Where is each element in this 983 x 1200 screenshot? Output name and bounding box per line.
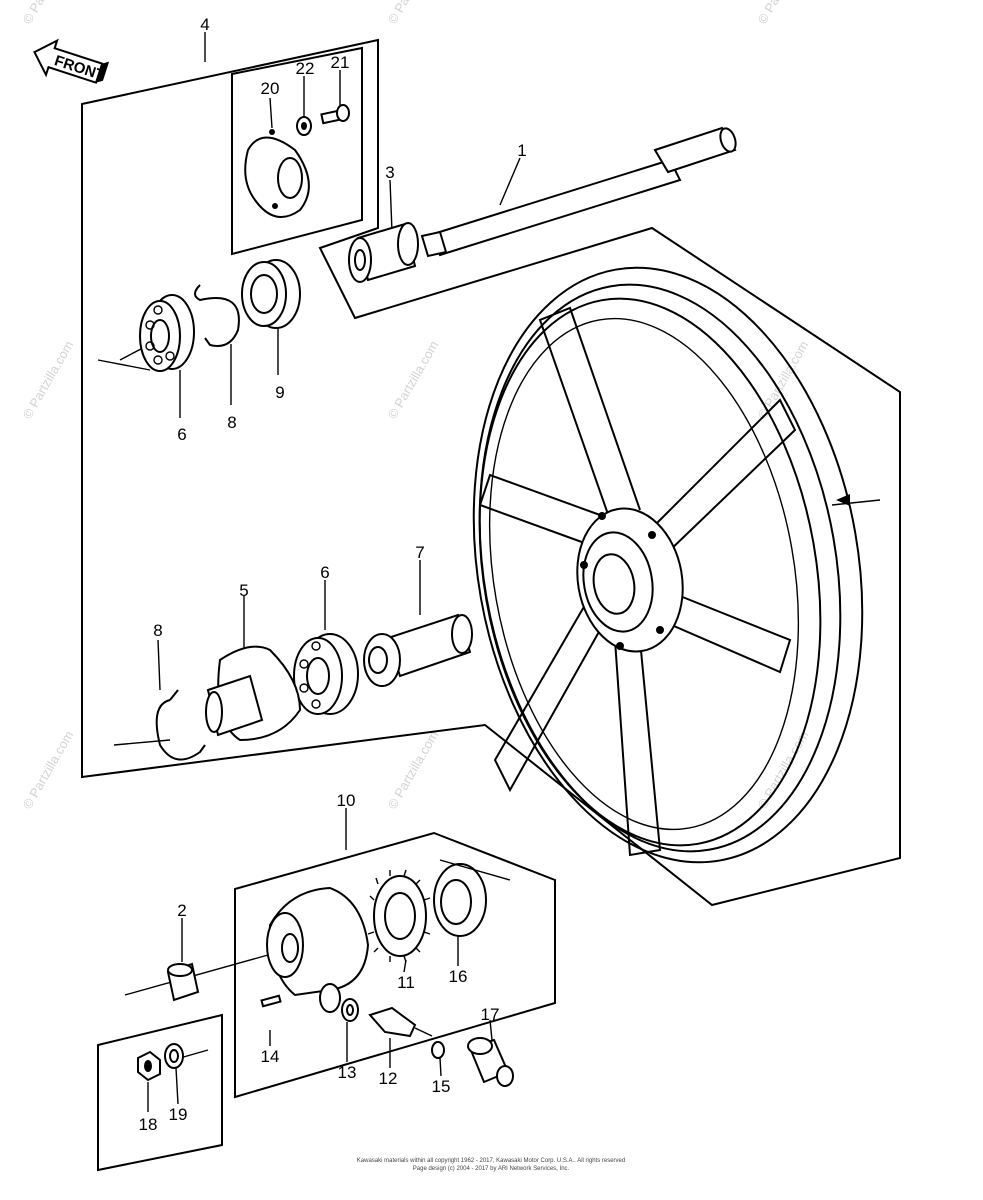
circlip-upper <box>194 284 240 347</box>
retainer <box>205 645 302 742</box>
oil-seal-lower <box>363 633 401 687</box>
washer <box>296 116 312 136</box>
watermark: © Partzilla.com <box>755 338 812 421</box>
pinion-washer <box>341 998 359 1022</box>
callout-16: 16 <box>449 967 468 986</box>
callout-ticks <box>147 936 459 1112</box>
pinion-gear <box>368 1006 433 1038</box>
bearing-lower <box>293 633 359 715</box>
watermark: © Partzilla.com <box>385 0 442 27</box>
bolt <box>320 104 350 125</box>
watermark: © Partzilla.com <box>20 338 77 421</box>
axle-nut <box>137 1050 161 1082</box>
callout-6-lower: 6 <box>320 563 329 582</box>
callout-5: 5 <box>239 581 248 600</box>
watermarks: © Partzilla.com © Partzilla.com © Partzi… <box>20 0 812 812</box>
axle <box>420 126 737 258</box>
speedometer-gear-box <box>234 831 556 1099</box>
callout-15: 15 <box>432 1077 451 1096</box>
watermark: © Partzilla.com <box>20 728 77 811</box>
callout-18: 18 <box>139 1115 158 1134</box>
small-washer <box>431 1041 445 1059</box>
callout-3: 3 <box>385 163 394 182</box>
watermark: © Partzilla.com <box>385 338 442 421</box>
collar <box>348 222 419 283</box>
axis-line <box>439 859 511 881</box>
footer-page-design: Page design (c) 2004 - 2017 by ARI Netwo… <box>413 1166 570 1172</box>
bearing-upper <box>139 294 195 372</box>
watermark: © Partzilla.com <box>755 0 812 27</box>
callout-labels: 4 1 3 20 22 21 6 8 9 5 6 7 8 10 2 11 16 … <box>139 15 527 1134</box>
callout-9: 9 <box>275 383 284 402</box>
watermark: © Partzilla.com <box>20 0 77 27</box>
axle-washer <box>164 1043 184 1069</box>
footer-copyright: Kawasaki materials within all copyright … <box>357 1158 625 1164</box>
distance-collar <box>386 613 473 678</box>
callout-11: 11 <box>397 973 415 992</box>
drive-gear <box>367 869 431 963</box>
gear-housing <box>266 886 370 1013</box>
housing-seal <box>433 863 487 937</box>
callout-17: 17 <box>481 1005 500 1024</box>
leader-lines <box>97 32 521 1059</box>
callout-14: 14 <box>261 1047 280 1066</box>
main-assembly-outline <box>81 38 901 907</box>
callout-8-lower: 8 <box>153 621 162 640</box>
spacer <box>166 962 200 1002</box>
callout-8-upper: 8 <box>227 413 236 432</box>
callout-12: 12 <box>379 1069 398 1088</box>
front-arrow: FRONT <box>33 38 110 84</box>
callout-1: 1 <box>517 141 526 160</box>
callout-4: 4 <box>200 15 209 34</box>
watermark: © Partzilla.com <box>755 728 812 811</box>
callout-2: 2 <box>177 901 186 920</box>
callout-22: 22 <box>296 59 315 78</box>
callout-21: 21 <box>331 53 350 72</box>
nut-washer-box <box>97 1013 223 1172</box>
watermark: © Partzilla.com <box>385 728 442 811</box>
circlip-lower <box>155 689 206 761</box>
callout-13: 13 <box>338 1063 357 1082</box>
subassembly-box-20-21-22 <box>231 46 363 256</box>
callout-20: 20 <box>261 79 280 98</box>
callout-6-upper: 6 <box>177 425 186 444</box>
pin <box>260 994 282 1008</box>
gear-plate <box>244 129 310 219</box>
callout-19: 19 <box>169 1105 188 1124</box>
bushing <box>467 1037 514 1087</box>
oil-seal-upper <box>241 259 301 329</box>
callout-10: 10 <box>337 791 356 810</box>
cast-wheel <box>472 266 881 864</box>
callout-7: 7 <box>415 543 424 562</box>
